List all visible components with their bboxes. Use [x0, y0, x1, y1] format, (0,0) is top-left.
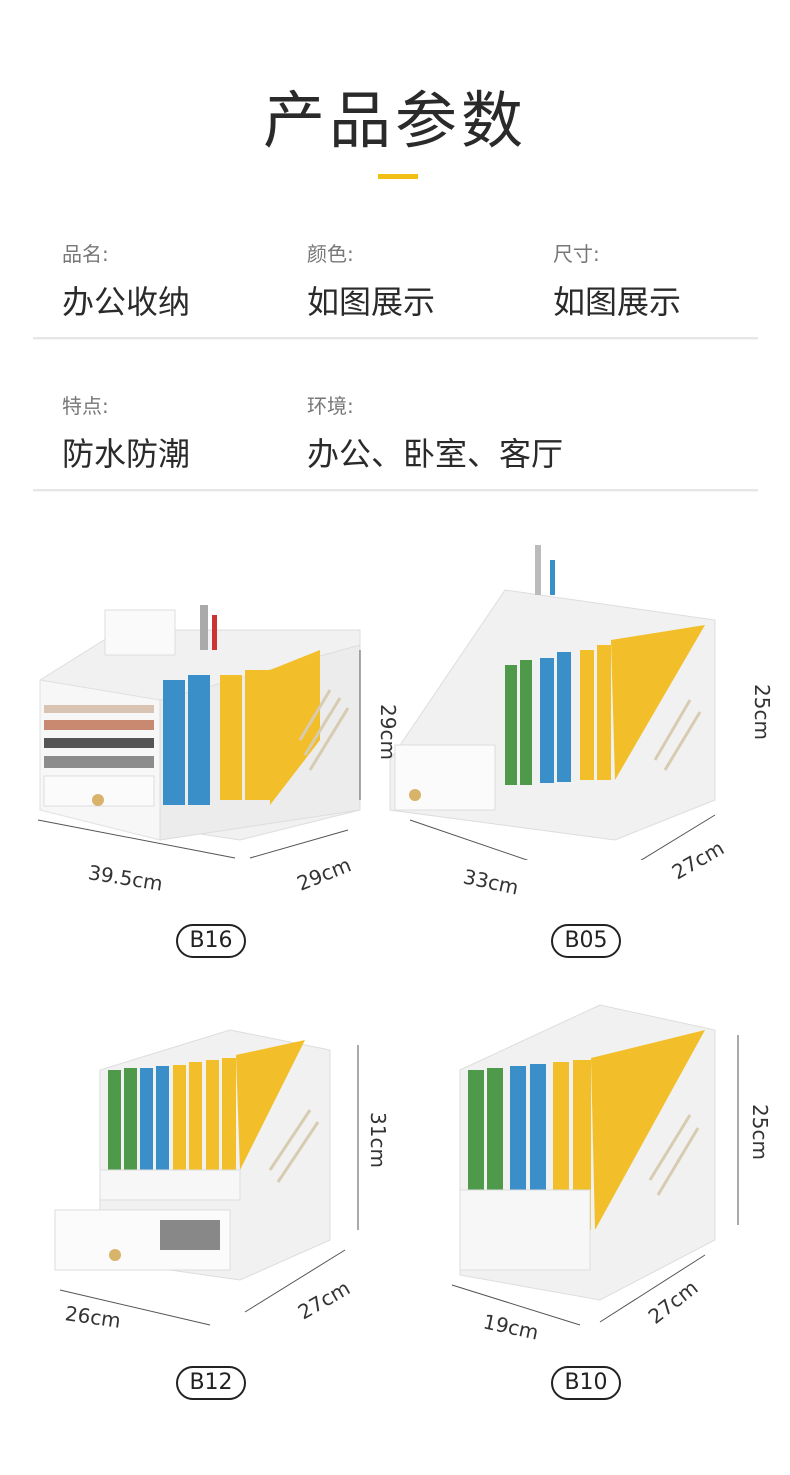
spec-label: 特点:	[62, 394, 109, 418]
spec-label: 颜色:	[307, 242, 354, 266]
dimension-height: 25cm	[749, 684, 774, 740]
product-image-b12	[54, 1029, 359, 1326]
title-accent-bar	[378, 174, 418, 179]
dimension-height: 31cm	[365, 1112, 390, 1168]
page-title: 产品参数	[262, 84, 527, 157]
spec-value: 办公收纳	[62, 283, 191, 321]
model-badge-b10: B10	[551, 1366, 621, 1400]
spec-divider	[33, 489, 758, 492]
spec-size: 尺寸: 如图展示	[553, 238, 681, 323]
spec-divider	[33, 337, 758, 340]
spec-label: 环境:	[307, 394, 354, 418]
spec-value: 办公、卧室、客厅	[307, 435, 564, 473]
spec-color: 颜色: 如图展示	[307, 238, 435, 323]
model-badge-b12: B12	[176, 1366, 246, 1400]
dimension-width: 33cm	[461, 864, 521, 900]
model-badge-b05: B05	[551, 924, 621, 958]
spec-value: 如图展示	[307, 283, 436, 321]
dimension-height: 25cm	[747, 1104, 772, 1160]
spec-value: 防水防潮	[62, 435, 191, 473]
product-image-b05	[389, 545, 716, 860]
spec-environment: 环境: 办公、卧室、客厅	[307, 390, 563, 475]
product-image-b16	[37, 605, 361, 859]
spec-feature: 特点: 防水防潮	[62, 390, 190, 475]
product-image-b10	[451, 1004, 739, 1326]
model-badge-b16: B16	[176, 924, 246, 958]
spec-name: 品名: 办公收纳	[62, 238, 190, 323]
spec-label: 品名:	[62, 242, 109, 266]
spec-label: 尺寸:	[553, 242, 600, 266]
spec-value: 如图展示	[553, 283, 682, 321]
